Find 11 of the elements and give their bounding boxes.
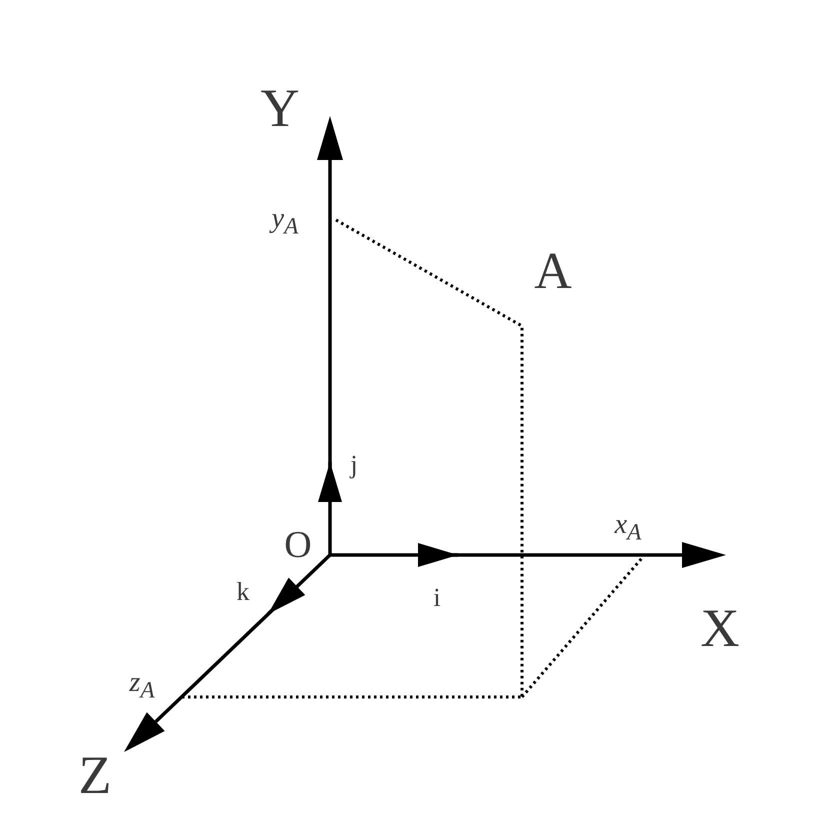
point-label: A (534, 246, 572, 298)
coordinate-label: x$_{A}$ (614, 511, 642, 545)
vector-label: k (236, 579, 250, 605)
axis-label: Y (260, 81, 300, 135)
coordinate-label: y$_{A}$ (272, 205, 298, 239)
axis-label: Z (78, 748, 112, 802)
coordinate-label: z$_{A}$ (129, 669, 155, 703)
vector-label: i (433, 585, 441, 611)
axis-label: X (700, 601, 740, 655)
vector-label: j (350, 452, 358, 478)
origin-label: O (284, 526, 312, 564)
